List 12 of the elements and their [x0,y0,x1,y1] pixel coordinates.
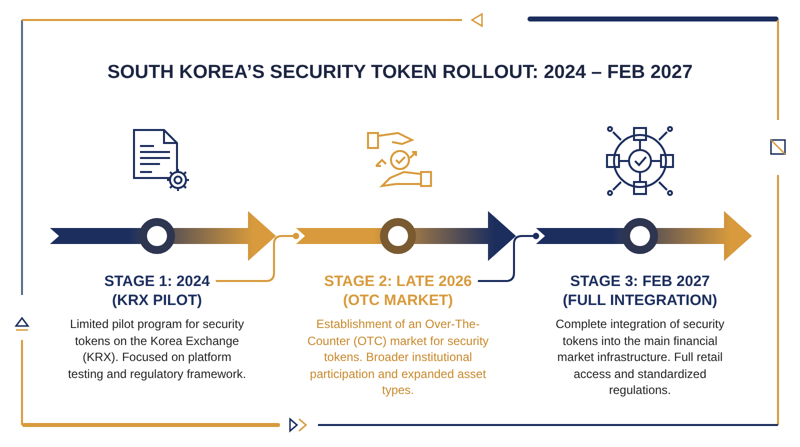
stage-heading: STAGE 3: FEB 2027 (FULL INTEGRATION) [552,272,728,310]
timeline-band [50,211,276,261]
connector-line [478,232,540,282]
stage-heading: STAGE 2: LATE 2026 (OTC MARKET) [316,272,480,310]
stage-heading: STAGE 1: 2024 (KRX PILOT) [92,272,222,310]
timeline-band [296,211,516,261]
title: SOUTH KOREA’S SECURITY TOKEN ROLLOUT: 2024 – FEB 2027 [106,62,694,84]
connector-line [216,232,300,282]
stage-description: Establishment of an Over-The-Counter (OTC) market for security tokens. Broader institutional participation and expanded asset types. [306,316,490,398]
stage-description: Complete integration of security tokens into the main financial market infrastructure. Full retail access and standardized regulations. [554,316,726,398]
stage-description: Limited pilot program for security tokens on the Korea Exchange (KRX). Focused on platform testing and regulatory framework. [67,316,247,382]
timeline-band [536,211,752,261]
